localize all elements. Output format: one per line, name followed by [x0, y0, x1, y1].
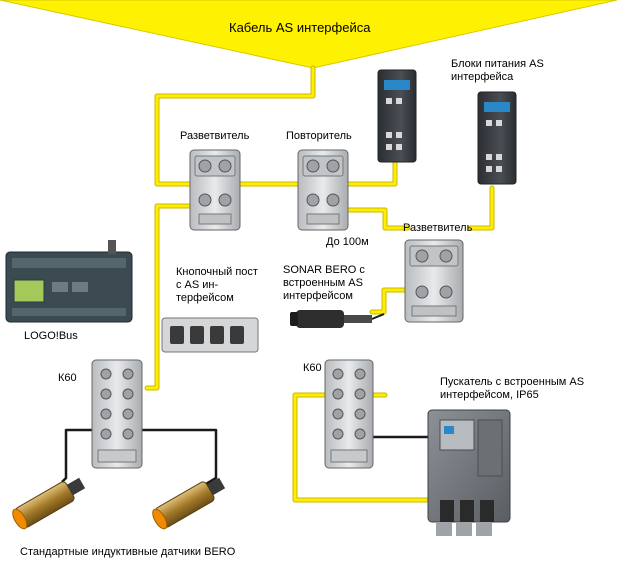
k60-module-right	[324, 359, 374, 469]
cable-banner	[0, 0, 618, 69]
splitter-2-label: Разветвитель	[403, 222, 473, 234]
distance-label: До 100м	[326, 236, 369, 248]
power-supply-1	[377, 69, 417, 163]
motor-starter	[427, 409, 511, 536]
bero-sensor-right	[152, 477, 226, 530]
k60-module-left	[91, 359, 143, 469]
splitter-1-label: Разветвитель	[180, 130, 250, 142]
banner-title: Кабель AS интерфейса	[229, 20, 371, 35]
power-supplies-label: Блоки питания AS интерфейса	[451, 58, 544, 83]
logo-module	[5, 240, 133, 323]
pushbutton-station	[161, 317, 259, 353]
sonar-label: SONAR BERO с встроенным AS интерфейсом	[283, 264, 365, 302]
k60-right-label: К60	[303, 362, 322, 374]
splitter-module-1	[189, 149, 241, 231]
splitter-module-2	[404, 239, 464, 323]
bero-sensor-left	[12, 477, 86, 530]
repeater-module	[297, 149, 349, 231]
power-supply-2	[477, 91, 517, 185]
k60-left-label: К60	[58, 372, 77, 384]
sonar-bero-sensor	[290, 310, 385, 328]
starter-label: Пускатель с встроенным AS интерфейсом, I…	[440, 376, 585, 401]
sensor-cables	[61, 428, 430, 486]
logo-label: LOGO!Bus	[24, 330, 78, 342]
sensors-label: Стандартные индуктивные датчики BERO	[20, 546, 236, 558]
pushbutton-label: Кнопочный пост с AS ин-терфейсом	[176, 266, 258, 304]
repeater-label: Повторитель	[286, 130, 352, 142]
